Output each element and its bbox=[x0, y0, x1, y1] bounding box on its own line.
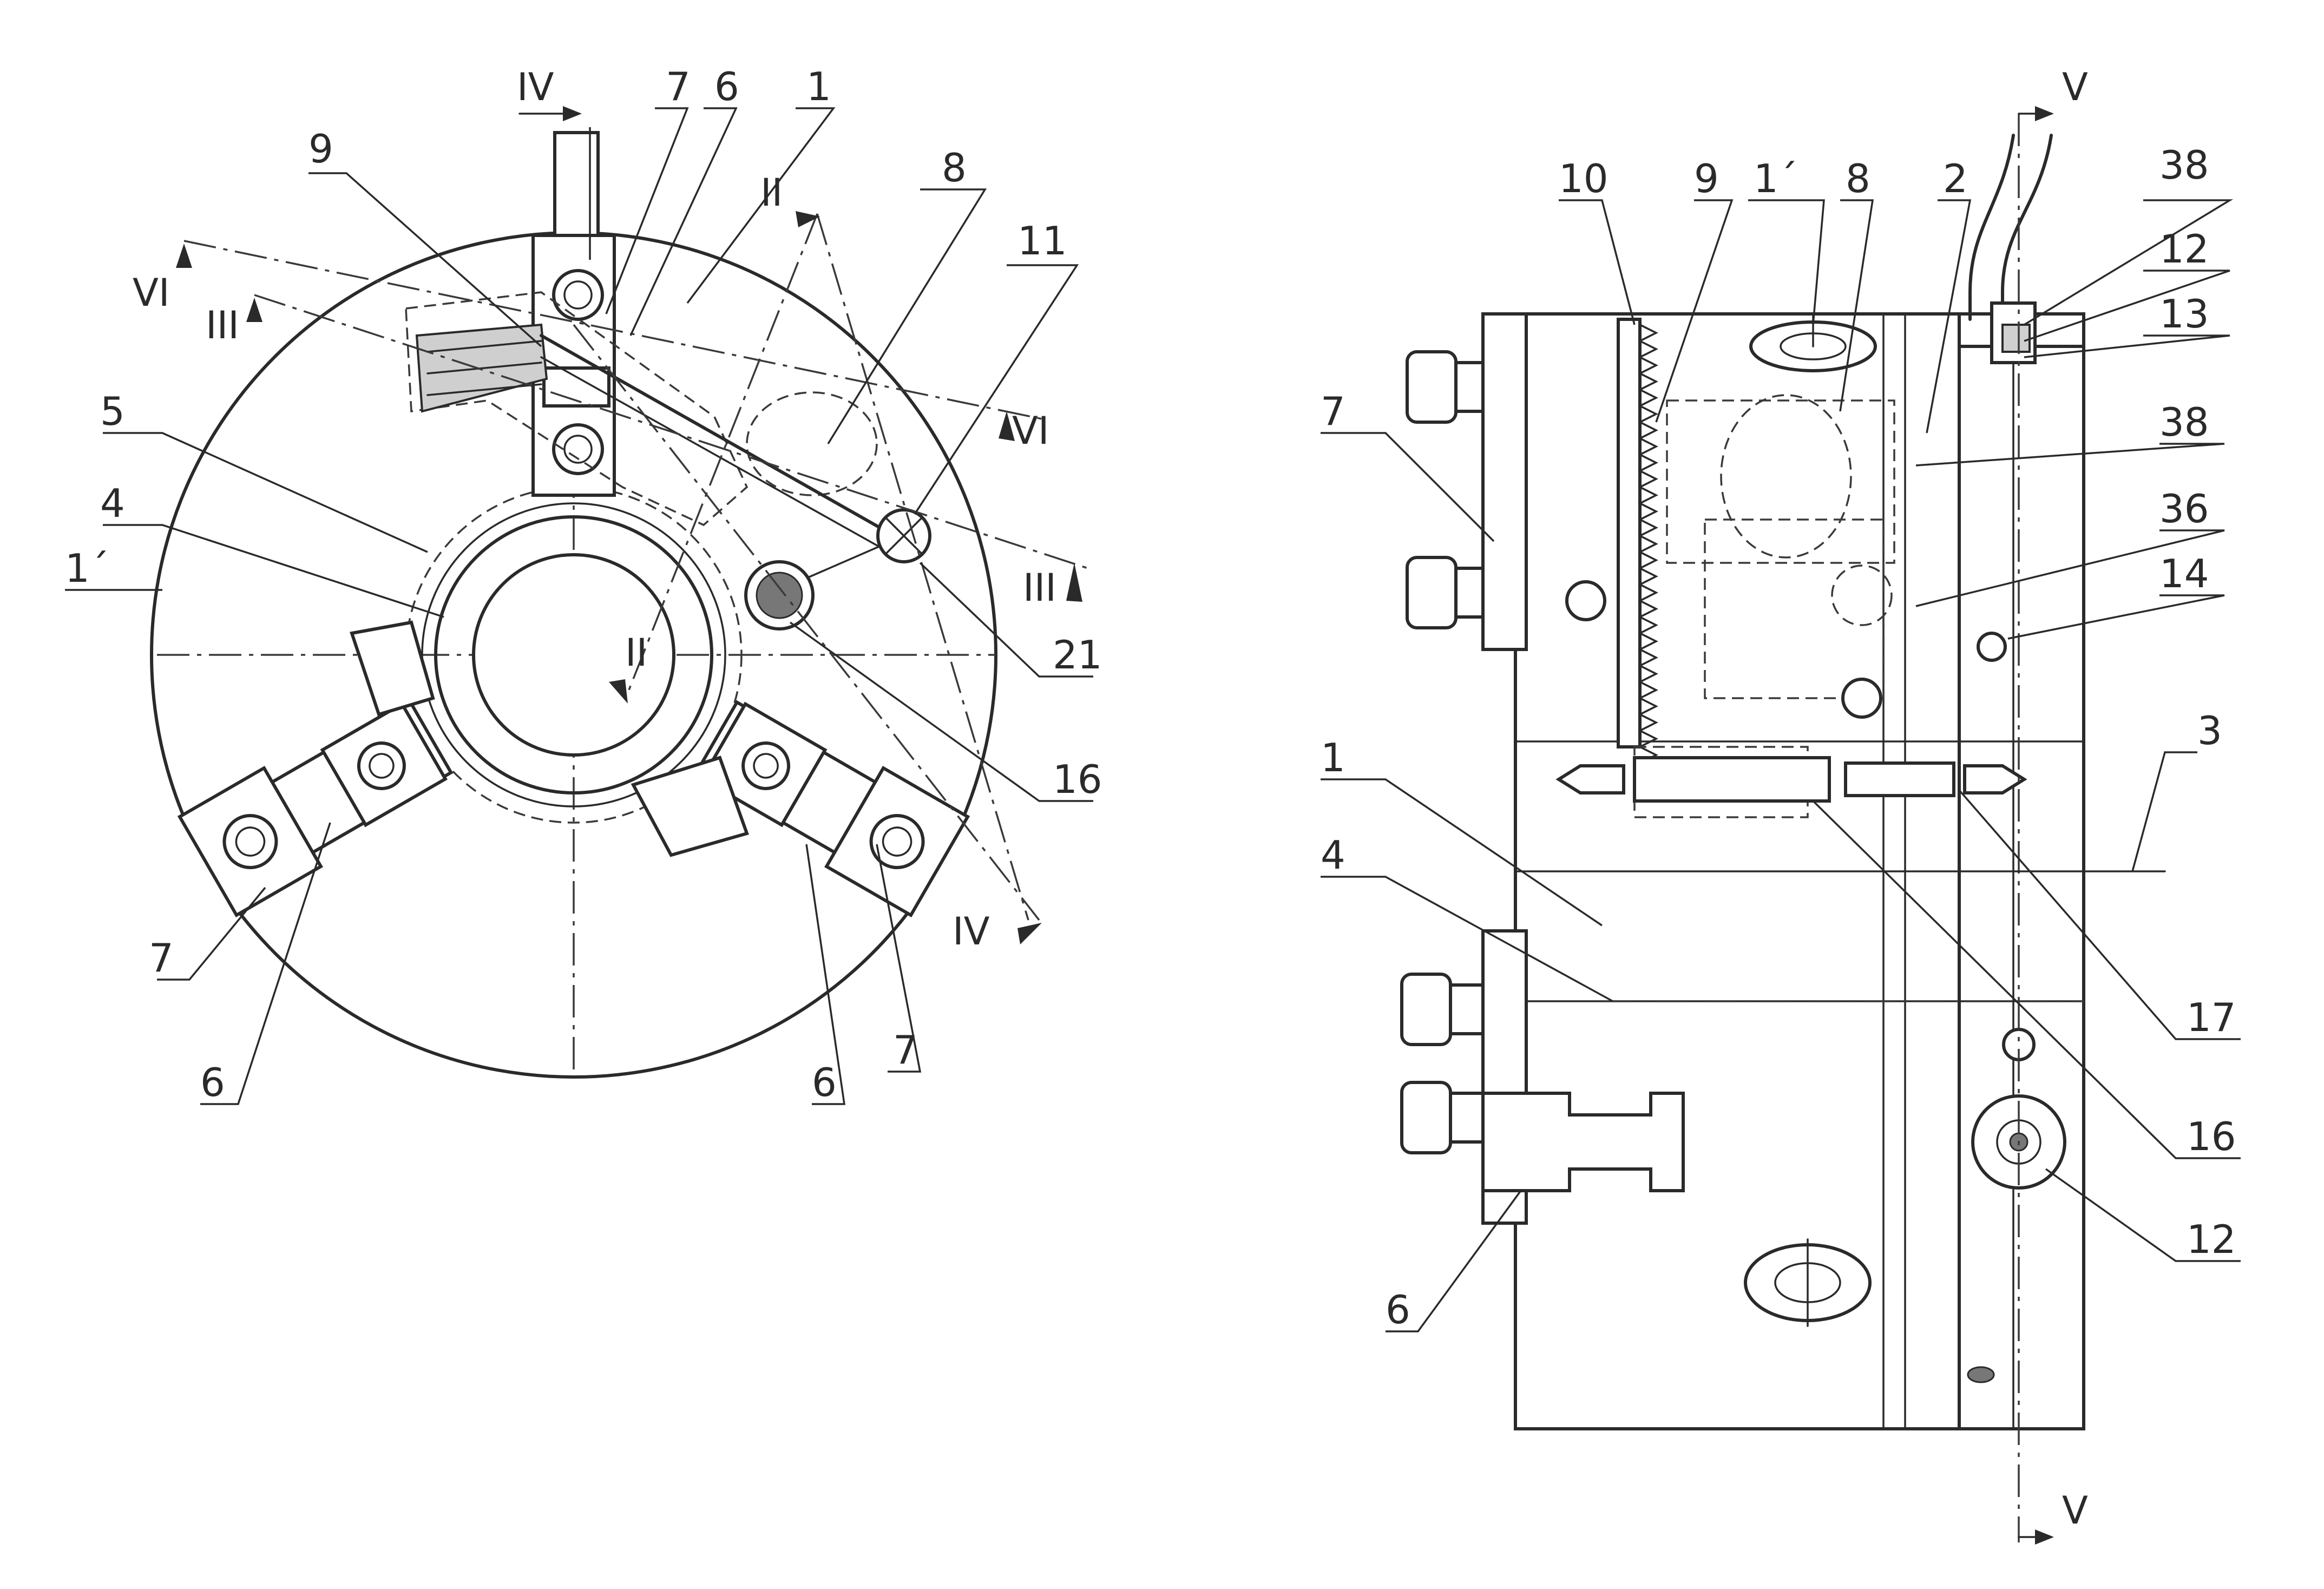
label-V-top: V bbox=[2062, 65, 2088, 109]
label-5: 5 bbox=[100, 389, 125, 434]
plunger-16 bbox=[1634, 758, 1829, 801]
chamber-ellipse bbox=[747, 392, 877, 495]
label-11: 11 bbox=[1017, 218, 1067, 264]
label-13: 13 bbox=[2159, 291, 2209, 337]
label-III-right: III bbox=[1023, 566, 1056, 610]
arrow-VI-left bbox=[176, 244, 192, 268]
label-2: 2 bbox=[1943, 156, 1968, 201]
label-6-bottom: 6 bbox=[812, 1060, 837, 1105]
pin-14 bbox=[1978, 633, 2005, 660]
label-1p: 1´ bbox=[65, 546, 109, 591]
top-jaw-bolt2-outer bbox=[554, 425, 602, 474]
label-16: 16 bbox=[2187, 1114, 2236, 1159]
label-17: 17 bbox=[2187, 995, 2236, 1040]
label-6-left: 6 bbox=[200, 1060, 225, 1105]
label-9: 9 bbox=[1694, 156, 1719, 201]
label-8: 8 bbox=[1846, 156, 1870, 201]
hole-mid-left bbox=[1567, 582, 1605, 620]
right-view: V 10 9 1´ 8 2 38 12 13 7 38 36 14 3 1 4 … bbox=[1321, 65, 2241, 1545]
pin-lower bbox=[1843, 679, 1881, 717]
arrow-III-right bbox=[1066, 563, 1082, 602]
section-line-III bbox=[254, 295, 1088, 568]
label-9: 9 bbox=[308, 126, 333, 172]
plunger-17 bbox=[1846, 763, 1954, 796]
flange-upper bbox=[1483, 314, 1526, 649]
label-1-top: 1 bbox=[806, 64, 831, 109]
label-VI-left: VI bbox=[133, 271, 170, 315]
label-38-mid: 38 bbox=[2159, 399, 2209, 445]
top-jaw-stud bbox=[555, 133, 598, 235]
label-4: 4 bbox=[100, 481, 125, 526]
label-1: 1 bbox=[1321, 735, 1345, 780]
arrow-II-top bbox=[796, 211, 820, 227]
label-III-left: III bbox=[206, 303, 239, 347]
label-7: 7 bbox=[1321, 389, 1345, 434]
label-10: 10 bbox=[1559, 156, 1609, 201]
label-IV-top: IV bbox=[517, 65, 554, 109]
pinion-16-inner bbox=[757, 573, 802, 618]
label-7-left: 7 bbox=[149, 935, 174, 981]
label-16: 16 bbox=[1053, 757, 1102, 802]
label-14: 14 bbox=[2159, 551, 2209, 596]
label-8: 8 bbox=[942, 145, 967, 191]
label-6: 6 bbox=[1386, 1287, 1410, 1332]
label-II-center: II bbox=[625, 631, 647, 675]
arrow-III-left bbox=[246, 298, 262, 322]
label-II-top: II bbox=[760, 170, 783, 215]
label-6-top: 6 bbox=[714, 64, 739, 109]
label-1p: 1´ bbox=[1754, 156, 1798, 201]
knob-3 bbox=[1402, 974, 1483, 1045]
arrow-IV-bottom bbox=[1017, 923, 1042, 944]
rack-10 bbox=[1618, 319, 1640, 747]
label-7-top: 7 bbox=[666, 64, 691, 109]
left-block bbox=[352, 622, 433, 714]
lower-right-jaw bbox=[180, 688, 459, 915]
label-4: 4 bbox=[1321, 832, 1345, 878]
knob-4 bbox=[1402, 1082, 1483, 1153]
label-12-top: 12 bbox=[2159, 226, 2209, 272]
label-V-bottom: V bbox=[2062, 1488, 2088, 1533]
pipe-top-2 bbox=[2003, 135, 2051, 319]
fitting-13 bbox=[2003, 325, 2030, 352]
label-VI-right: VI bbox=[1012, 409, 1049, 453]
knob-2 bbox=[1407, 557, 1483, 628]
label-12-bottom: 12 bbox=[2187, 1217, 2236, 1262]
label-36: 36 bbox=[2159, 486, 2209, 531]
pipe-top bbox=[1970, 135, 2013, 319]
label-38-top: 38 bbox=[2159, 142, 2209, 188]
left-view: IV 7 6 1 9 VI III II 8 11 VI 5 4 1´ III … bbox=[65, 64, 1102, 1105]
label-21: 21 bbox=[1053, 632, 1102, 678]
vent bbox=[1968, 1367, 1994, 1382]
label-7-right: 7 bbox=[893, 1027, 918, 1073]
label-3: 3 bbox=[2197, 708, 2222, 753]
label-IV-bottom: IV bbox=[953, 909, 990, 954]
top-jaw-bolt-outer bbox=[554, 271, 602, 319]
knob-1 bbox=[1407, 352, 1483, 422]
